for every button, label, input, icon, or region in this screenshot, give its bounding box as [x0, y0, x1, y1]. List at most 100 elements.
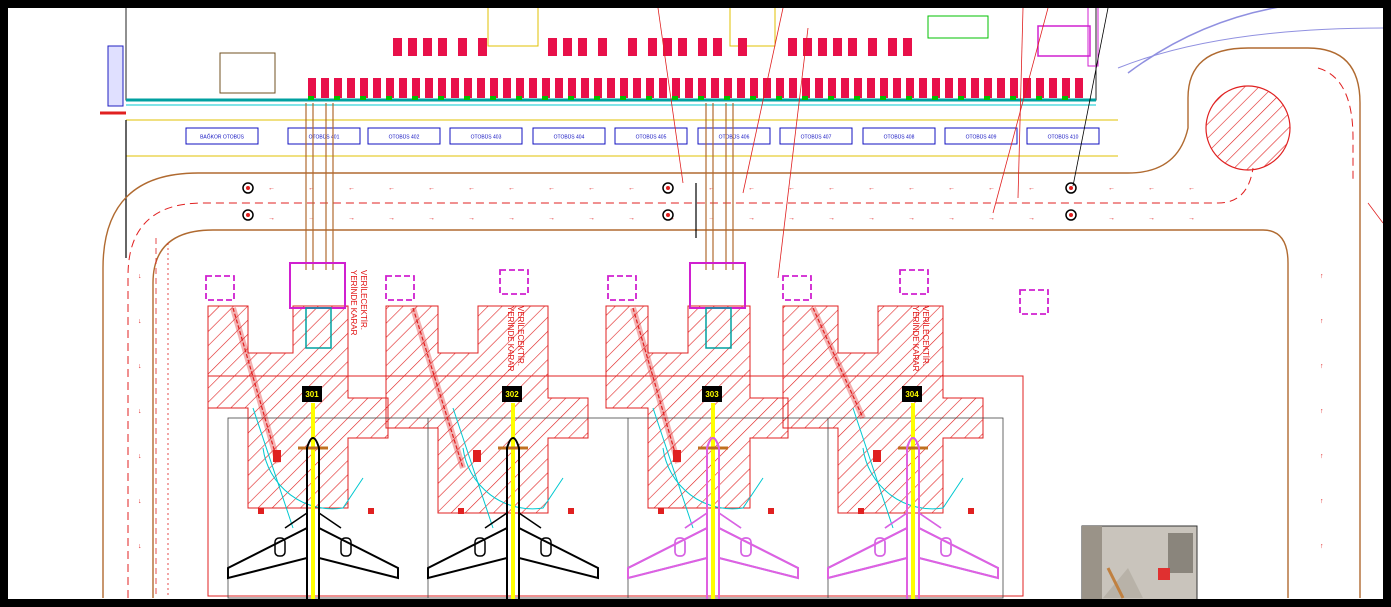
terminal-module: [451, 78, 459, 98]
terminal-module: [1062, 78, 1070, 98]
gse-marker: [568, 508, 574, 514]
terminal-module: [854, 78, 862, 98]
gate-marker: [672, 96, 678, 100]
terminal-module: [888, 38, 897, 56]
gate-marker: [828, 96, 834, 100]
gse-marker: [968, 508, 974, 514]
terminal-module: [334, 78, 342, 98]
terminal-module: [788, 38, 797, 56]
gate-marker: [958, 96, 964, 100]
aircraft-canard: [484, 512, 542, 529]
terminal-module: [477, 78, 485, 98]
traffic-arrow: ←: [988, 185, 995, 192]
gse-marker: [858, 508, 864, 514]
terminal-module: [841, 78, 849, 98]
traffic-arrow: →: [948, 215, 955, 222]
gate-marker: [724, 96, 730, 100]
bridge-pivot-box: [899, 269, 929, 295]
aircraft-left-wing: [827, 526, 908, 580]
note-2-line1: YERİNDE KARAR: [506, 306, 515, 372]
telescopic-bridge-axis: [412, 307, 464, 469]
terminal-module: [958, 78, 966, 98]
bus-gate-box: [367, 127, 441, 145]
terminal-module: [737, 78, 745, 98]
terminal-module: [906, 78, 914, 98]
traffic-arrow: ←: [1028, 185, 1035, 192]
traffic-arrow: ↑: [1320, 453, 1324, 460]
aircraft-right-wing: [718, 526, 799, 580]
gate-marker: [1062, 96, 1068, 100]
traffic-arrow: →: [548, 215, 555, 222]
bridge-corridors: [305, 103, 734, 270]
terminal-module: [458, 38, 467, 56]
jet-bridge-stair: [305, 307, 332, 349]
terminal-module: [815, 78, 823, 98]
bus-gate-box: [944, 127, 1018, 145]
traffic-arrow: →: [348, 215, 355, 222]
bus-gate-box: [532, 127, 606, 145]
terminal-module: [1036, 78, 1044, 98]
gse-marker: [473, 450, 481, 462]
gate-marker: [698, 96, 704, 100]
aircraft: [227, 437, 399, 599]
aircraft-right-wing: [918, 526, 999, 580]
bus-gate-box: [287, 127, 361, 145]
gate-marker: [984, 96, 990, 100]
bus-gate-box: [862, 127, 936, 145]
aircraft-left-wing: [227, 526, 308, 580]
bus-gate-label: OTOBÜS 405: [636, 134, 667, 141]
traffic-arrow: →: [428, 215, 435, 222]
terminal-module: [633, 78, 641, 98]
bollard-core: [666, 186, 670, 190]
traffic-arrow: ←: [308, 185, 315, 192]
aircraft-canard: [684, 512, 742, 529]
aircraft-engine: [674, 537, 686, 557]
terminal-module: [628, 38, 637, 56]
gate-marker: [412, 96, 418, 100]
jet-bridge-head: [689, 262, 746, 309]
bus-gate-label: OTOBÜS 408: [884, 134, 915, 141]
traffic-arrow: →: [1108, 215, 1115, 222]
traffic-arrow: ↓: [138, 318, 142, 325]
terminal-module: [516, 78, 524, 98]
telescopic-bridge-axis: [232, 307, 279, 464]
traffic-arrow: →: [508, 215, 515, 222]
gate-marker: [594, 96, 600, 100]
gate-marker: [802, 96, 808, 100]
gate-marker: [464, 96, 470, 100]
bridge-swing-arc: [862, 447, 964, 510]
aircraft-engine: [474, 537, 486, 557]
traffic-arrow: →: [628, 215, 635, 222]
bus-gate-label: BAĞKOR OTOBÜS: [200, 134, 244, 141]
note-2-line2: VERİLECEKTİR.: [516, 306, 525, 366]
bus-gate-box: [697, 127, 771, 145]
terminal-module: [997, 78, 1005, 98]
bridge-pivot-box: [499, 269, 529, 295]
terminal-module: [568, 78, 576, 98]
terminal-module: [919, 78, 927, 98]
aircraft-right-wing: [318, 526, 399, 580]
gate-marker: [516, 96, 522, 100]
traffic-arrow: ←: [428, 185, 435, 192]
traffic-arrow: ←: [388, 185, 395, 192]
traffic-arrow: →: [1148, 215, 1155, 222]
bollard-core: [1069, 213, 1073, 217]
stand-number: 301: [305, 390, 319, 399]
bus-gate-label: OTOBÜS 402: [389, 134, 420, 141]
aircraft-fuselage: [706, 437, 720, 599]
terminal-module: [802, 78, 810, 98]
bus-gate-box: [614, 127, 688, 145]
photo-inset[interactable]: [1081, 525, 1198, 599]
traffic-arrow: →: [868, 215, 875, 222]
jet-bridge-head: [289, 262, 346, 309]
terminal-module: [373, 78, 381, 98]
terminal-module: [867, 78, 875, 98]
terminal-module: [542, 78, 550, 98]
traffic-arrow: →: [468, 215, 475, 222]
terminal-module: [803, 38, 812, 56]
terminal-module: [594, 78, 602, 98]
traffic-arrow: ↑: [1320, 363, 1324, 370]
terminal-module: [503, 78, 511, 98]
aircraft-left-wing: [627, 526, 708, 580]
